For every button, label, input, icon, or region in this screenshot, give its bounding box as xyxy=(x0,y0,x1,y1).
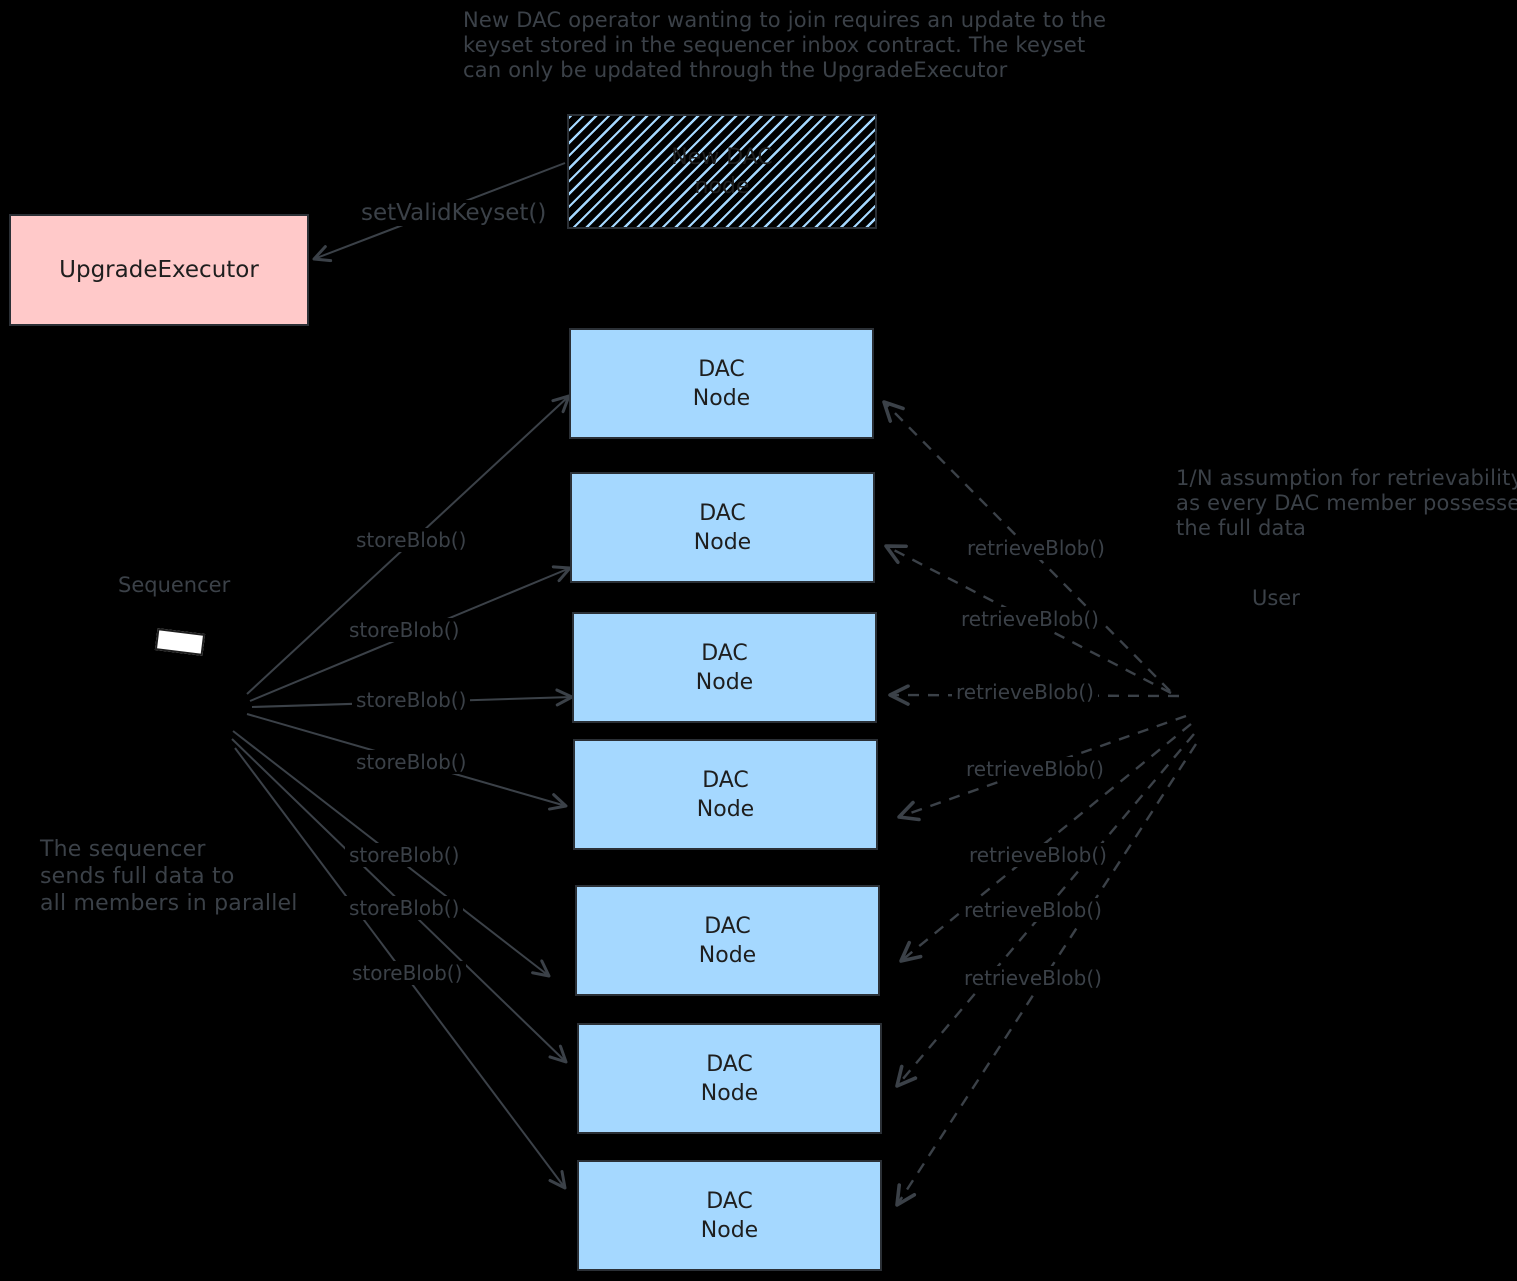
dac-node-label-line1: DAC xyxy=(702,767,749,793)
dac-node-box-4: DAC Node xyxy=(573,739,878,850)
store-blob-label-5: storeBlob() xyxy=(345,843,464,867)
dac-node-box-1: DAC Node xyxy=(569,328,874,439)
left-note-line: The sequencer xyxy=(40,837,206,862)
retrieve-blob-label-3: retrieveBlob() xyxy=(952,680,1098,704)
dac-node-label-line2: Node xyxy=(700,1080,759,1106)
right-note-line: 1/N assumption for retrievability, xyxy=(1176,466,1517,490)
store-blob-label-3: storeBlob() xyxy=(352,688,471,712)
store-blob-label-1: storeBlob() xyxy=(352,528,471,552)
right-note: 1/N assumption for retrievability, as ev… xyxy=(1176,466,1517,541)
dac-node-label-line1: DAC xyxy=(701,640,748,666)
left-note-line: sends full data to xyxy=(40,864,235,889)
store-blob-label-7: storeBlob() xyxy=(348,961,467,985)
store-blob-label-6: storeBlob() xyxy=(345,896,464,920)
top-note-line: New DAC operator wanting to join require… xyxy=(463,8,1107,32)
dac-node-box-6: DAC Node xyxy=(577,1023,882,1134)
new-dac-node-box: New DAC node xyxy=(567,114,877,229)
retrieve-blob-label-7: retrieveBlob() xyxy=(960,966,1106,990)
dac-node-label-line1: DAC xyxy=(704,913,751,939)
retrieve-blob-label-5: retrieveBlob() xyxy=(965,843,1111,867)
set-valid-keyset-label: setValidKeyset() xyxy=(358,200,550,226)
dac-node-box-2: DAC Node xyxy=(570,472,875,583)
sequencer-label: Sequencer xyxy=(118,573,231,597)
sequencer-chip xyxy=(154,628,206,656)
dac-node-label-line1: DAC xyxy=(706,1051,753,1077)
new-dac-node-label-line1: New DAC xyxy=(671,144,773,170)
left-note: The sequencer sends full data to all mem… xyxy=(40,836,298,917)
top-note-line: can only be updated through the UpgradeE… xyxy=(463,58,1008,82)
upgrade-executor-label: UpgradeExecutor xyxy=(59,257,259,283)
new-dac-node-label-line2: node xyxy=(694,173,750,199)
top-note: New DAC operator wanting to join require… xyxy=(463,8,1106,83)
retrieve-blob-label-6: retrieveBlob() xyxy=(960,898,1106,922)
right-note-line: as every DAC member possesses xyxy=(1176,491,1517,515)
dac-node-label-line1: DAC xyxy=(699,500,746,526)
dac-node-label-line2: Node xyxy=(700,1217,759,1243)
retrieve-blob-label-2: retrieveBlob() xyxy=(957,607,1103,631)
dac-node-label-line2: Node xyxy=(698,942,757,968)
dac-node-label-line2: Node xyxy=(693,529,752,555)
retrieve-blob-label-1: retrieveBlob() xyxy=(963,536,1109,560)
upgrade-executor-box: UpgradeExecutor xyxy=(9,214,309,326)
store-blob-label-2: storeBlob() xyxy=(345,618,464,642)
top-note-line: keyset stored in the sequencer inbox con… xyxy=(463,33,1086,57)
dac-node-box-3: DAC Node xyxy=(572,612,877,723)
dac-node-label-line2: Node xyxy=(692,385,751,411)
right-note-line: the full data xyxy=(1176,516,1307,540)
store-blob-label-4: storeBlob() xyxy=(352,750,471,774)
user-label: User xyxy=(1252,586,1300,610)
dac-node-box-7: DAC Node xyxy=(577,1160,882,1271)
dac-node-label-line1: DAC xyxy=(706,1188,753,1214)
dac-node-label-line2: Node xyxy=(695,669,754,695)
left-note-line: all members in parallel xyxy=(40,891,298,916)
dac-node-label-line1: DAC xyxy=(698,356,745,382)
dac-node-label-line2: Node xyxy=(696,796,755,822)
retrieve-blob-label-4: retrieveBlob() xyxy=(962,757,1108,781)
dac-node-box-5: DAC Node xyxy=(575,885,880,996)
